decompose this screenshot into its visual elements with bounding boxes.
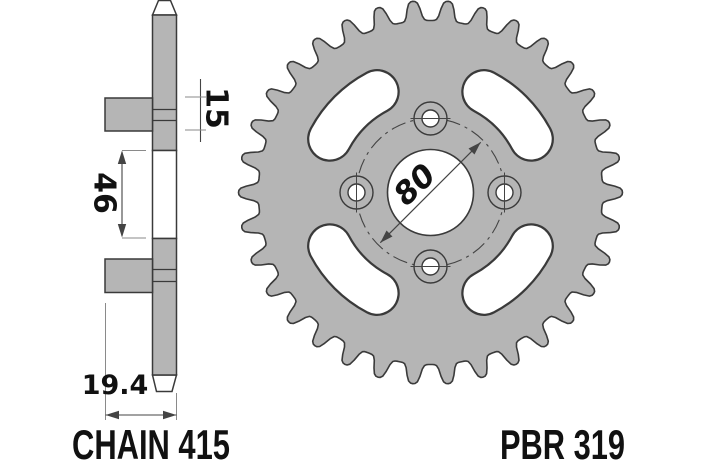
- dimension-hub-length: 15: [185, 79, 234, 142]
- arrowhead-down: [117, 224, 127, 238]
- front-view-sprocket: [237, 0, 624, 385]
- dimension-label-46: 46: [87, 172, 122, 214]
- arrowhead-up: [117, 150, 127, 164]
- diameter-arrowhead: [380, 230, 393, 243]
- chain-standard-label: CHAIN 415: [72, 421, 230, 468]
- diameter-arrow-line: [379, 141, 482, 244]
- dimension-label-19-4: 19.4: [82, 370, 149, 401]
- mounting-slot: [463, 71, 552, 160]
- mounting-slot: [309, 71, 398, 160]
- dimension-label-15: 15: [199, 87, 234, 129]
- arrowhead-right: [163, 410, 177, 420]
- mounting-slot: [463, 225, 552, 314]
- plate-lower-section: [151, 237, 178, 376]
- part-number-label: PBR 319: [500, 421, 625, 468]
- plate-upper-section: [151, 14, 178, 152]
- plate-bottom-tip: [151, 374, 178, 393]
- arrowhead-left: [105, 410, 119, 420]
- dimension-overall-width: 19.4: [82, 303, 177, 420]
- hub-upper-block: [104, 97, 154, 132]
- diameter-arrowhead: [468, 142, 481, 155]
- mounting-slot: [309, 225, 398, 314]
- dimension-bore: 46: [87, 150, 146, 239]
- hub-lower-block: [104, 258, 154, 294]
- side-view-section: [104, 0, 178, 393]
- plate-bore-section: [151, 149, 178, 240]
